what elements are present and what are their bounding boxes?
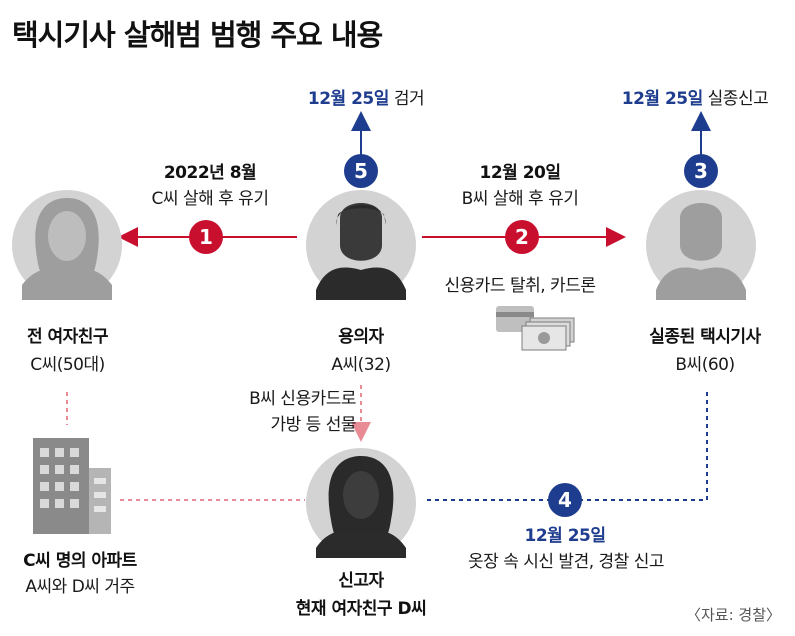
apartment-icon	[33, 438, 111, 534]
event-4-desc: 옷장 속 시신 발견, 경찰 신고	[468, 552, 664, 572]
event-2-desc: B씨 살해 후 유기	[461, 189, 579, 209]
suspect-detail: A씨(32)	[331, 355, 391, 375]
person-driver	[646, 190, 756, 300]
gift-line-1: B씨 신용카드로	[249, 389, 356, 409]
event-2-extra: 신용카드 탈취, 카드론	[444, 276, 596, 296]
page-title: 택시기사 살해범 범행 주요 내용	[12, 18, 383, 52]
person-suspect	[306, 190, 416, 300]
event-4-badge: 4	[548, 483, 582, 517]
ex-girlfriend-name: 전 여자친구	[26, 327, 109, 347]
source-note: 〈자료: 경찰〉	[685, 606, 781, 624]
apartment-detail: A씨와 D씨 거주	[25, 577, 135, 597]
event-3-label: 12월 25일 실종신고	[621, 89, 769, 109]
gift-line-2: 가방 등 선물	[270, 415, 356, 435]
apartment-name: C씨 명의 아파트	[23, 551, 137, 571]
card-money-icon	[496, 306, 575, 351]
event-1-date: 2022년 8월	[163, 163, 257, 183]
event-4-date: 12월 25일	[524, 526, 606, 546]
driver-name: 실종된 택시기사	[649, 327, 761, 347]
event-5-label: 12월 25일 검거	[307, 89, 425, 109]
arrow-4	[423, 392, 708, 501]
person-reporter	[306, 448, 416, 558]
reporter-detail: 현재 여자친구 D씨	[295, 599, 427, 619]
ex-girlfriend-detail: C씨(50대)	[30, 355, 105, 375]
event-1-desc: C씨 살해 후 유기	[151, 189, 269, 209]
suspect-name: 용의자	[338, 327, 384, 347]
event-5-badge: 5	[344, 154, 378, 188]
event-2-badge: 2	[505, 220, 539, 254]
event-2-date: 12월 20일	[479, 163, 561, 183]
driver-detail: B씨(60)	[675, 355, 735, 375]
reporter-name: 신고자	[338, 571, 384, 591]
person-ex-girlfriend	[12, 190, 122, 300]
event-1-badge: 1	[189, 220, 223, 254]
event-3-badge: 3	[684, 154, 718, 188]
